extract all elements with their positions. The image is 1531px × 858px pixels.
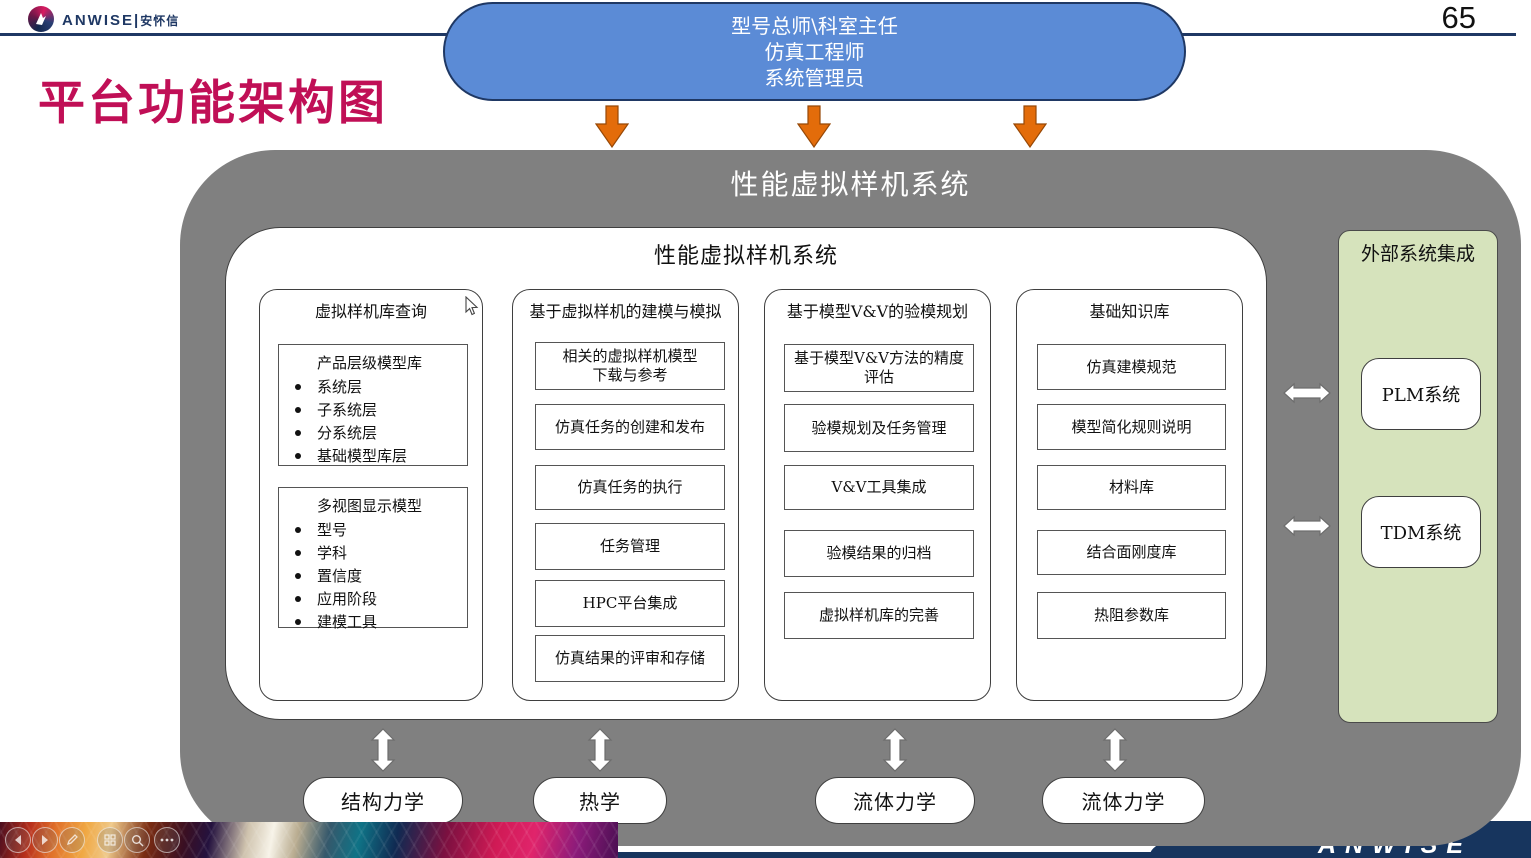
function-box: 仿真建模规范 [1037,344,1226,390]
function-box: 验模结果的归档 [784,530,974,577]
column-title: 基于虚拟样机的建模与模拟 [529,302,722,321]
previous-slide-icon [15,835,21,845]
function-box: 仿真结果的评审和存储 [535,635,725,682]
discipline-fluid-mechanics: 流体力学 [1042,777,1205,824]
discipline-fluid-mechanics: 流体力学 [815,777,975,824]
external-panel-title: 外部系统集成 [1360,243,1475,265]
function-box: 虚拟样机库的完善 [784,592,974,639]
actor-role: 系统管理员 [764,65,865,90]
next-slide-icon [42,835,48,845]
bullet-icon [295,549,301,556]
function-box: 仿真任务的创建和发布 [535,404,725,450]
group-title: 产品层级模型库 [317,354,423,372]
anwise-logo: ANWISE|安怀信 [28,6,179,32]
page-title: 平台功能架构图 [38,76,388,129]
down-arrow-icon [797,105,831,148]
column-title: 虚拟样机库查询 [314,302,427,321]
external-system-plm: PLM系统 [1361,358,1481,430]
zoom-button[interactable] [124,827,150,853]
performance-virtual-prototype-system-container: 性能虚拟样机系统 性能虚拟样机系统 虚拟样机库查询 产品层级模型库 系统层 子系… [180,150,1521,846]
inner-system-title: 性能虚拟样机系统 [653,244,838,269]
see-all-slides-button[interactable] [97,827,123,853]
column-modeling-simulation: 基于虚拟样机的建模与模拟 相关的虚拟样机模型 下载与参考 仿真任务的创建和发布 … [512,289,739,701]
actor-role: 仿真工程师 [764,39,865,64]
bullet-label: 建模工具 [317,613,378,631]
group-multiview-display-model: 多视图显示模型 型号 学科 置信度 应用阶段 建模工具 [278,487,468,631]
bullet-icon [295,595,301,602]
actors-pill: 型号总师\科室主任 仿真工程师 系统管理员 [443,2,1186,101]
outer-system-title: 性能虚拟样机系统 [730,168,971,201]
bullet-icon [295,572,301,579]
function-box: 基于模型V&V方法的精度 评估 [784,344,974,392]
next-slide-button[interactable] [32,827,58,853]
mouse-cursor-icon [465,296,479,316]
function-box: 热阻参数库 [1037,592,1226,639]
ellipsis-icon [160,838,174,842]
external-system-integration-panel: 外部系统集成 PLM系统 TDM系统 [1338,230,1498,723]
pen-icon [66,834,78,846]
footer-line [0,852,1531,858]
brand-name-cn: 安怀信 [140,13,180,28]
column-basic-knowledge-base: 基础知识库 仿真建模规范 模型简化规则说明 材料库 结合面刚度库 热阻参数库 [1016,289,1243,701]
vertical-double-arrow-icon [587,728,613,772]
bullet-icon [295,526,301,533]
pen-button[interactable] [59,827,85,853]
external-system-tdm: TDM系统 [1361,496,1481,568]
function-box: 仿真任务的执行 [535,465,725,510]
magnifier-icon [131,834,143,846]
grid-icon [104,834,116,846]
brand-name: ANWISE [62,11,134,29]
function-box: HPC平台集成 [535,580,725,627]
column-virtual-prototype-library-query: 虚拟样机库查询 产品层级模型库 系统层 子系统层 分系统层 基础模型库层 多视图… [259,289,483,701]
bullet-label: 分系统层 [317,424,378,442]
bullet-icon [295,406,301,413]
function-box: 材料库 [1037,465,1226,510]
bullet-label: 学科 [317,544,348,562]
down-arrow-icon [595,105,629,148]
page-number: 65 [1441,0,1476,35]
bullet-icon [295,618,301,625]
bullet-label: 基础模型库层 [317,447,408,465]
function-box: 结合面刚度库 [1037,530,1226,575]
group-title: 多视图显示模型 [317,497,423,515]
actor-role: 型号总师\科室主任 [731,13,898,38]
anwise-logo-icon [28,6,54,32]
bullet-label: 型号 [317,521,348,539]
vertical-double-arrow-icon [882,728,908,772]
bullet-icon [295,452,301,459]
discipline-structural-mechanics: 结构力学 [303,777,463,824]
bullet-icon [295,429,301,436]
column-vv-validation-planning: 基于模型V&V的验模规划 基于模型V&V方法的精度 评估 验模规划及任务管理 V… [764,289,991,701]
function-box: 验模规划及任务管理 [784,404,974,452]
function-box: 模型简化规则说明 [1037,404,1226,450]
horizontal-double-arrow-icon [1283,515,1331,537]
bullet-icon [295,383,301,390]
previous-slide-button[interactable] [5,827,31,853]
function-box: 任务管理 [535,523,725,570]
horizontal-double-arrow-icon [1283,382,1331,404]
down-arrow-icon [1013,105,1047,148]
bullet-label: 系统层 [317,378,363,396]
discipline-thermal: 热学 [533,777,667,824]
column-title: 基于模型V&V的验模规划 [786,302,969,321]
vertical-double-arrow-icon [1102,728,1128,772]
vertical-double-arrow-icon [370,728,396,772]
bullet-label: 子系统层 [317,401,378,419]
inner-system-panel: 性能虚拟样机系统 虚拟样机库查询 产品层级模型库 系统层 子系统层 分系统层 基… [225,227,1267,720]
column-title: 基础知识库 [1089,302,1170,321]
function-box: 相关的虚拟样机模型 下载与参考 [535,342,725,390]
bullet-label: 置信度 [317,567,363,585]
group-product-level-model-library: 产品层级模型库 系统层 子系统层 分系统层 基础模型库层 [278,344,468,466]
brand-separator: | [134,11,141,29]
function-box: V&V工具集成 [784,465,974,510]
decorative-hexagon-banner [0,822,618,858]
bullet-label: 应用阶段 [317,590,378,608]
more-options-button[interactable] [154,827,180,853]
